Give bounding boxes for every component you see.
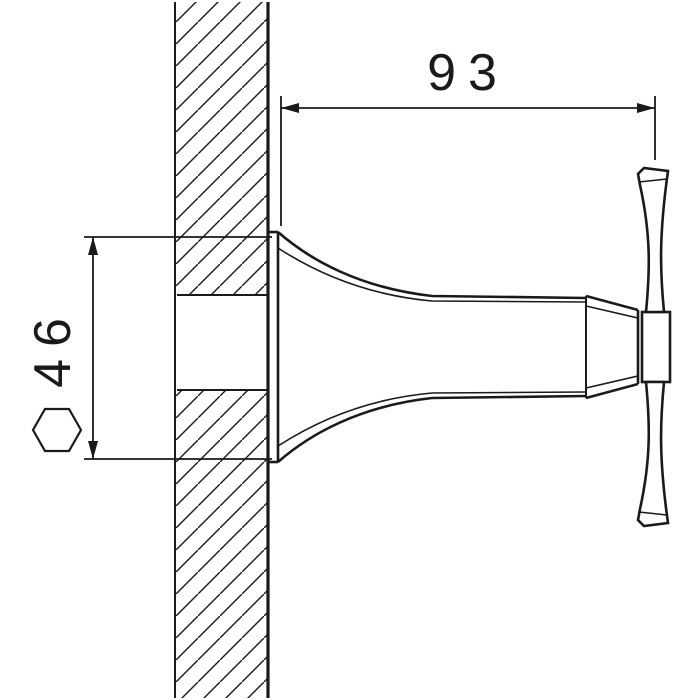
- handle-lower-tip-facet: [638, 511, 668, 516]
- bell-outer-bottom-curve: [277, 394, 587, 463]
- handle-upper-spoke: [636, 166, 670, 314]
- bell-outer-top-curve: [277, 231, 587, 300]
- dim-v-arrow-bottom: [88, 441, 98, 459]
- collar-top-edge: [585, 294, 639, 312]
- dimension-vertical: 46: [24, 236, 272, 460]
- bell-inner-top-curve: [277, 247, 587, 303]
- dim-h-arrow-right: [637, 103, 655, 113]
- handle-lower-spoke: [636, 380, 670, 528]
- dim-h-arrow-left: [281, 103, 299, 113]
- handle-upper-tip-facet: [638, 178, 668, 183]
- dim-v-value-text: 46: [24, 306, 82, 388]
- dim-h-value-text: 93: [427, 44, 509, 102]
- cross-handle: [636, 166, 672, 528]
- drawing-root: 93 46: [24, 2, 672, 698]
- collar-inner-top-line: [585, 305, 639, 319]
- wall-section: [174, 2, 270, 698]
- handle-hub: [640, 310, 672, 384]
- dimension-horizontal: 93: [280, 44, 656, 226]
- dim-v-arrow-top: [88, 237, 98, 255]
- collar-bottom-edge: [585, 382, 639, 400]
- wall-hatch-upper: [175, 2, 268, 295]
- collar-inner-bottom-line: [585, 375, 639, 389]
- escutcheon-body: [268, 230, 640, 464]
- bell-inner-bottom-curve: [277, 391, 587, 447]
- wall-hatch-lower: [175, 390, 268, 698]
- hexagon-symbol-icon: [31, 407, 83, 453]
